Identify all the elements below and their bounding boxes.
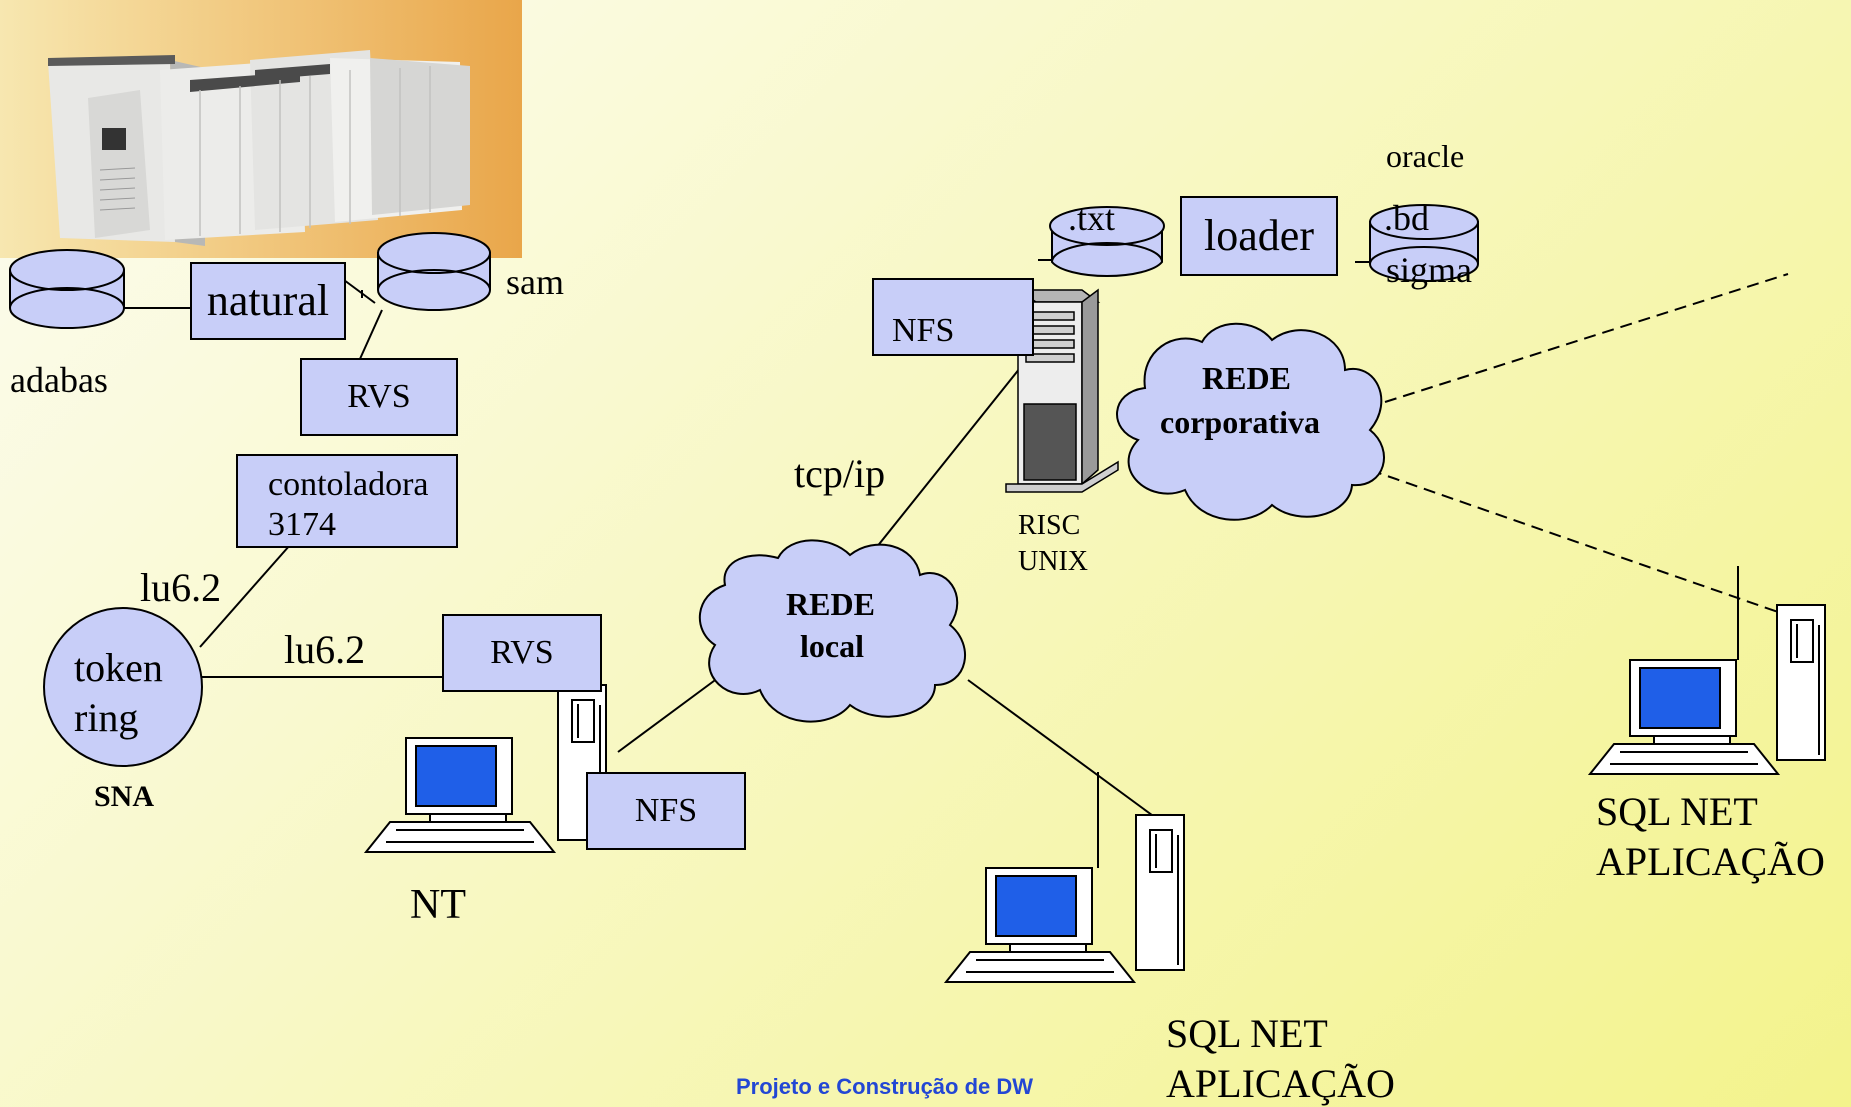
footer-title: Projeto e Construção de DW — [736, 1074, 1034, 1099]
unix-label: UNIX — [1018, 546, 1088, 577]
risc-label: RISC — [1018, 510, 1081, 541]
rede-corporativa-cloud — [1116, 322, 1385, 521]
sam-label: sam — [506, 262, 564, 302]
controladora-model: 3174 — [268, 506, 336, 543]
aplicacao-right-label: APLICAÇÃO — [1596, 839, 1825, 884]
bd-sigma-disk-icon — [1369, 204, 1479, 282]
rede-corporativa-title: REDE — [1202, 360, 1291, 396]
lu62-upper-label: lu6.2 — [140, 565, 222, 610]
token-label: token — [74, 645, 163, 690]
sqlnet-bottom-pc-icon — [943, 814, 1185, 983]
sigma-label: sigma — [1386, 250, 1472, 290]
sqlnet-bottom-label: SQL NET — [1166, 1011, 1328, 1056]
txt-label: .txt — [1068, 198, 1116, 238]
connections — [122, 259, 1739, 868]
rede-corporativa-subtitle: corporativa — [1160, 404, 1320, 440]
wan-links — [1369, 273, 1789, 613]
token-ring-node — [43, 607, 203, 767]
controladora-box: contoladora 3174 — [236, 454, 458, 548]
tcpip-label: tcp/ip — [794, 451, 886, 496]
bd-label: .bd — [1384, 198, 1429, 238]
natural-box: natural — [190, 262, 346, 340]
sqlnet-right-pc-icon — [1587, 604, 1826, 775]
rede-local-cloud — [698, 539, 966, 723]
oracle-label: oracle — [1386, 138, 1465, 174]
rvs-top-box: RVS — [300, 358, 458, 436]
sna-label: SNA — [94, 780, 155, 813]
ring-label: ring — [74, 695, 139, 740]
sam-disk-icon — [377, 232, 491, 311]
loader-box: loader — [1180, 196, 1338, 276]
lu62-lower-label: lu6.2 — [284, 627, 366, 672]
rvs-mid-box: RVS — [442, 614, 602, 692]
rede-local-title: REDE — [786, 586, 875, 622]
txt-disk-icon — [1049, 206, 1165, 278]
aplicacao-bottom-label: APLICAÇÃO — [1166, 1061, 1395, 1106]
controladora-name: contoladora — [268, 466, 429, 503]
rede-local-subtitle: local — [800, 628, 864, 664]
nt-label: NT — [410, 882, 466, 928]
nt-pc-icon — [363, 684, 607, 853]
adabas-label: adabas — [10, 360, 108, 400]
mainframe-photo — [0, 0, 522, 258]
nfs-top-box: NFS — [872, 278, 1034, 356]
adabas-disk-icon — [9, 249, 125, 329]
sqlnet-right-label: SQL NET — [1596, 789, 1758, 834]
nfs-bottom-box: NFS — [586, 772, 746, 850]
